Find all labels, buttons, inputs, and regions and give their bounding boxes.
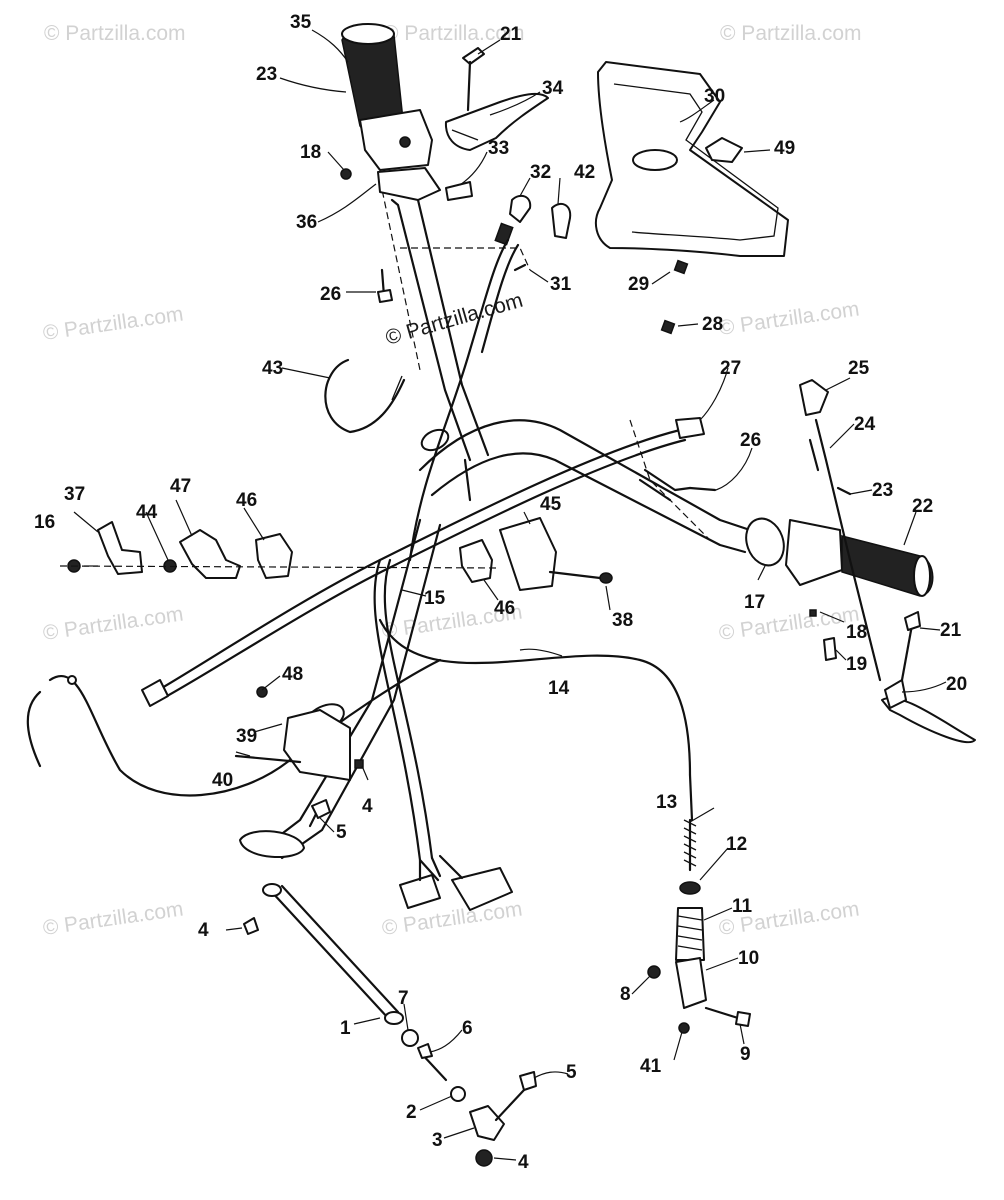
callout-35: 35 (290, 12, 312, 33)
left-grip (341, 23, 404, 135)
callout-45: 45 (540, 494, 562, 515)
callout-12: 12 (726, 834, 747, 855)
callout-43: 43 (262, 358, 283, 379)
watermark: © Partzilla.com (717, 297, 860, 339)
centerline (59, 247, 711, 569)
callout-22: 22 (912, 496, 933, 517)
callout-40: 40 (212, 770, 233, 791)
watermark: © Partzilla.com (383, 22, 525, 45)
brake-lever-bracket (799, 379, 882, 682)
callout-34: 34 (542, 78, 564, 99)
callout-24: 24 (854, 414, 876, 435)
speedometer-cable (26, 658, 442, 797)
small-hardware (445, 181, 572, 246)
callout-26: 26 (320, 284, 341, 305)
callout-46: 46 (494, 598, 515, 619)
parts (26, 23, 976, 1167)
brake-lever (881, 679, 976, 744)
callout-46: 46 (236, 490, 257, 511)
callout-26: 26 (740, 430, 761, 451)
callout-5: 5 (566, 1062, 577, 1083)
callout-20: 20 (946, 674, 967, 695)
watermark: © Partzilla.com (41, 602, 184, 644)
callout-4: 4 (362, 796, 373, 817)
callout-36: 36 (296, 212, 317, 233)
callout-labels: 35 21 23 34 30 18 33 49 32 42 36 26 31 2… (34, 12, 967, 1173)
fasteners (660, 259, 689, 335)
callout-18: 18 (846, 622, 867, 643)
watermark: © Partzilla.com (717, 602, 860, 644)
callout-37: 37 (64, 484, 85, 505)
watermark: © Partzilla.com (41, 897, 184, 939)
callout-23: 23 (872, 480, 893, 501)
callout-9: 9 (740, 1044, 751, 1065)
watermark: © Partzilla.com (380, 897, 523, 939)
harness-connectors (399, 854, 513, 911)
tie-rod-hardware (401, 1029, 537, 1167)
wiring-harness (141, 417, 705, 707)
throttle-housing (359, 109, 441, 201)
callout-48: 48 (282, 664, 303, 685)
callout-21: 21 (500, 24, 522, 45)
watermark: © Partzilla.com (720, 22, 862, 45)
tie-rod (243, 883, 404, 1025)
callout-14: 14 (548, 678, 570, 699)
callout-39: 39 (236, 726, 257, 747)
center-brackets (459, 517, 613, 591)
pin (823, 637, 837, 661)
callout-4: 4 (518, 1152, 529, 1173)
callout-6: 6 (462, 1018, 473, 1039)
callout-8: 8 (620, 984, 631, 1005)
callout-42: 42 (574, 162, 595, 183)
callout-21: 21 (940, 620, 962, 641)
bolt (900, 611, 921, 682)
callout-4: 4 (198, 920, 209, 941)
callout-18: 18 (300, 142, 321, 163)
watermark-main: © Partzilla.com (383, 289, 525, 350)
callout-17: 17 (744, 592, 765, 613)
callout-15: 15 (424, 588, 446, 609)
callout-30: 30 (704, 86, 725, 107)
callout-38: 38 (612, 610, 633, 631)
right-grip-assembly (745, 517, 934, 597)
callout-3: 3 (432, 1130, 443, 1151)
callout-31: 31 (550, 274, 572, 295)
throttle-cable (408, 238, 527, 562)
handlebar (418, 419, 752, 554)
throttle-lever (444, 92, 549, 151)
callout-33: 33 (488, 138, 509, 159)
wire-loop (324, 358, 406, 434)
callout-7: 7 (398, 988, 409, 1009)
callout-47: 47 (170, 476, 191, 497)
callout-29: 29 (628, 274, 649, 295)
misc-fasteners (340, 168, 820, 617)
watermark: © Partzilla.com (41, 302, 184, 344)
callout-49: 49 (774, 138, 795, 159)
watermark: © Partzilla.com (44, 22, 186, 45)
callout-1: 1 (340, 1018, 351, 1039)
callout-44: 44 (136, 502, 158, 523)
callout-11: 11 (732, 896, 753, 917)
callout-41: 41 (640, 1056, 662, 1077)
callout-13: 13 (656, 792, 677, 813)
brake-cable (373, 558, 694, 882)
callout-23: 23 (256, 64, 277, 85)
hood-console (594, 61, 789, 257)
callout-10: 10 (738, 948, 759, 969)
brake-spring-assembly (647, 818, 751, 1034)
callout-2: 2 (406, 1102, 417, 1123)
steering-bracket (234, 686, 364, 781)
emblem (705, 137, 743, 163)
bolt (462, 47, 485, 112)
callout-19: 19 (846, 654, 867, 675)
callout-25: 25 (848, 358, 870, 379)
callout-32: 32 (530, 162, 551, 183)
callout-27: 27 (720, 358, 741, 379)
callout-28: 28 (702, 314, 723, 335)
callout-5: 5 (336, 822, 347, 843)
leader-lines (73, 29, 947, 1161)
steering-arm (239, 799, 331, 858)
callout-16: 16 (34, 512, 55, 533)
